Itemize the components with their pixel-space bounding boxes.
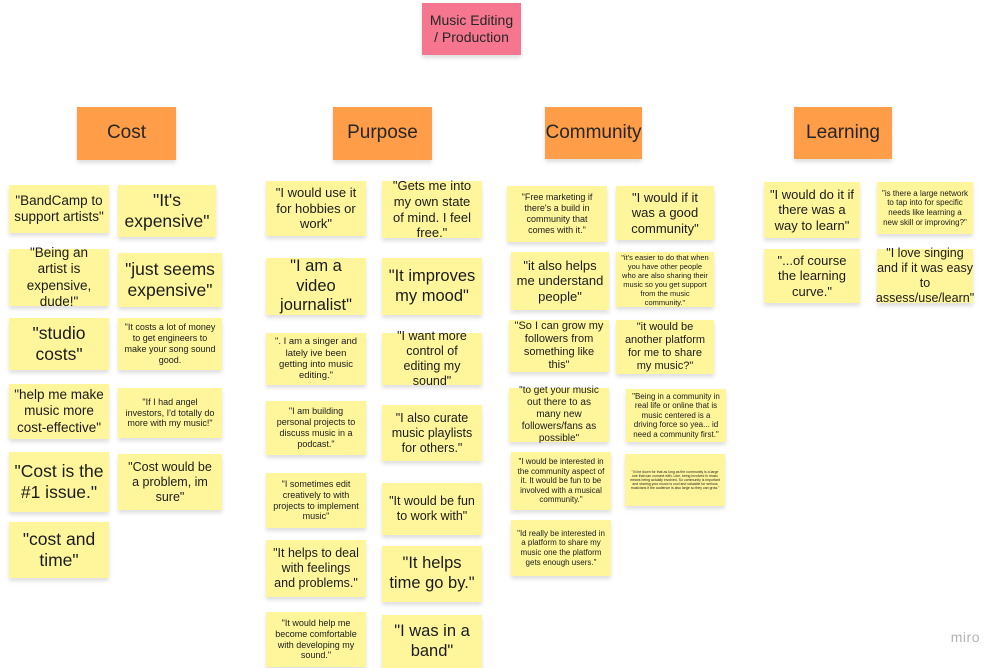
community-sticky-note[interactable]: "it would be another platform for me to … bbox=[616, 320, 714, 374]
miro-watermark: miro bbox=[950, 629, 980, 645]
cost-sticky-note[interactable]: "BandCamp to support artists" bbox=[9, 185, 109, 233]
community-sticky-note[interactable]: "it also helps me understand people" bbox=[511, 252, 609, 310]
purpose-sticky-note[interactable]: "Gets me into my own state of mind. I fe… bbox=[382, 178, 482, 240]
cost-sticky-note[interactable]: "Cost would be a problem, im sure" bbox=[118, 454, 222, 510]
purpose-sticky-note[interactable]: ". I am a singer and lately ive been get… bbox=[266, 333, 366, 385]
learning-sticky-note[interactable]: "is there a large network to tap into fo… bbox=[877, 182, 973, 234]
cost-sticky-note[interactable]: "just seems expensive" bbox=[118, 253, 222, 307]
community-header-note[interactable]: Community bbox=[545, 107, 642, 159]
community-sticky-note[interactable]: "I'd be down for that as long as the com… bbox=[625, 454, 725, 506]
learning-sticky-note[interactable]: "I love singing and if it was easy to as… bbox=[875, 246, 975, 305]
community-sticky-note[interactable]: "it's easier to do that when you have ot… bbox=[616, 252, 714, 307]
community-sticky-note[interactable]: "to get your music out there to as many … bbox=[509, 385, 609, 444]
community-sticky-note[interactable]: "Being in a community in real life or on… bbox=[626, 389, 726, 442]
community-sticky-note[interactable]: "Id really be interested in a platform t… bbox=[511, 520, 611, 576]
purpose-sticky-note[interactable]: "It would be fun to work with" bbox=[382, 483, 482, 535]
cost-sticky-note[interactable]: "help me make music more cost-effective" bbox=[9, 384, 109, 439]
purpose-sticky-note[interactable]: "I was in a band" bbox=[382, 615, 482, 668]
purpose-sticky-note[interactable]: "I would use it for hobbies or work" bbox=[266, 181, 366, 236]
purpose-sticky-note[interactable]: "It improves my mood" bbox=[382, 258, 482, 315]
cost-sticky-note[interactable]: "If I had angel investors, I'd totally d… bbox=[118, 388, 222, 438]
purpose-sticky-note[interactable]: "It would help me become comfortable wit… bbox=[266, 612, 366, 667]
cost-sticky-note[interactable]: "It's expensive" bbox=[118, 185, 216, 237]
cost-sticky-note[interactable]: "Cost is the #1 issue." bbox=[9, 452, 109, 512]
cost-header-note[interactable]: Cost bbox=[77, 107, 176, 160]
purpose-sticky-note[interactable]: "It helps time go by." bbox=[382, 546, 482, 602]
cost-sticky-note[interactable]: "Being an artist is expensive, dude!" bbox=[9, 245, 109, 309]
purpose-sticky-note[interactable]: "I sometimes edit creatively to with pro… bbox=[266, 473, 366, 528]
purpose-sticky-note[interactable]: "I also curate music playlists for other… bbox=[382, 405, 482, 461]
purpose-sticky-note[interactable]: "I want more control of editing my sound… bbox=[382, 329, 482, 388]
community-sticky-note[interactable]: "I would be interested in the community … bbox=[511, 452, 611, 510]
community-sticky-note[interactable]: "I would if it was a good community" bbox=[616, 186, 714, 240]
cost-sticky-note[interactable]: "It costs a lot of money to get engineer… bbox=[118, 318, 222, 370]
community-sticky-note[interactable]: "So I can grow my followers from somethi… bbox=[509, 320, 609, 372]
learning-sticky-note[interactable]: "...of course the learning curve." bbox=[764, 249, 860, 303]
purpose-header-note[interactable]: Purpose bbox=[333, 107, 432, 160]
community-sticky-note[interactable]: "Free marketing if there's a build in co… bbox=[507, 186, 607, 242]
purpose-sticky-note[interactable]: "I am a video journalist" bbox=[266, 257, 366, 315]
purpose-sticky-note[interactable]: "It helps to deal with feelings and prob… bbox=[266, 540, 366, 597]
cost-sticky-note[interactable]: "studio costs" bbox=[9, 318, 109, 370]
purpose-sticky-note[interactable]: "I am building personal projects to disc… bbox=[266, 401, 366, 455]
root-topic-note[interactable]: Music Editing / Production bbox=[422, 3, 521, 55]
learning-header-note[interactable]: Learning bbox=[794, 107, 892, 159]
cost-sticky-note[interactable]: "cost and time" bbox=[9, 522, 109, 578]
learning-sticky-note[interactable]: "I would do it if there was a way to lea… bbox=[764, 182, 860, 238]
